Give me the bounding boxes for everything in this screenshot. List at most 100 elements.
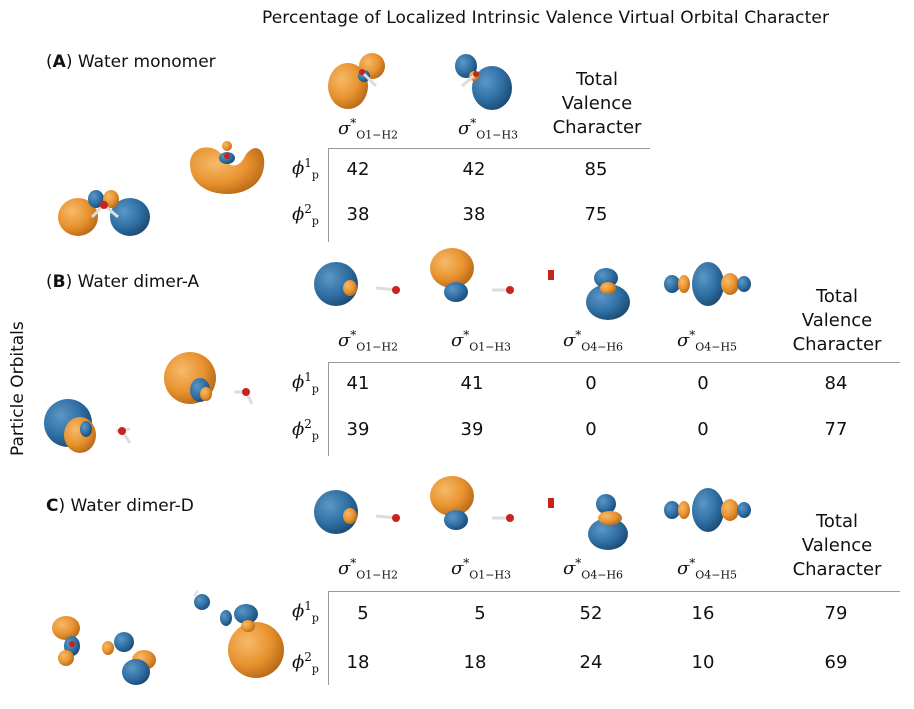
panel-c-col1-header: σ*O1−H2 [313, 556, 423, 582]
panel-b-col1-sub: O1−H2 [356, 340, 399, 354]
panel-b-row1-sym: ϕ [292, 372, 305, 393]
panel-b-total-line3: Character [792, 334, 882, 355]
panel-b-r1-c2: 41 [460, 373, 484, 394]
panel-b-row1-sup: 1 [304, 370, 312, 384]
panel-b-total-line1: Total [815, 286, 859, 307]
panel-b-row1-label: ϕ1p [292, 370, 319, 396]
panel-a-col1-sub: O1−H2 [356, 128, 399, 142]
panel-b-col1-sym: σ [337, 330, 351, 351]
panel-c-col1-sym: σ [337, 558, 351, 579]
panel-a-row2-sup: 2 [304, 202, 312, 216]
panel-b-col1-header: σ*O1−H2 [313, 328, 423, 354]
panel-a-col2-sup: * [470, 116, 477, 130]
panel-a-name: Water monomer [77, 52, 216, 72]
panel-b-label: (B) Water dimer-A [46, 272, 200, 292]
panel-b-col3-orbital-image [548, 268, 630, 320]
panel-a-r1-total: 85 [584, 159, 608, 180]
panel-c-orbital-phi2-image [193, 589, 284, 678]
panel-b-r1-c3: 0 [585, 373, 597, 394]
panel-c-row1-label: ϕ1p [292, 599, 319, 625]
panel-b-name: Water dimer-A [77, 272, 200, 292]
panel-a-orbital-phi2-image [190, 141, 265, 194]
panel-c-col4-header: σ*O4−H5 [652, 556, 762, 582]
panel-c-r2-c4: 10 [691, 652, 715, 673]
panel-c-col3-header: σ*O4−H6 [538, 556, 648, 582]
panel-c-row2-sym: ϕ [292, 652, 305, 673]
panel-b-r2-total: 77 [824, 419, 848, 440]
panel-c-col3-sym: σ [562, 558, 576, 579]
panel-c-r1-total: 79 [824, 603, 848, 624]
panel-b-col1-sup: * [350, 328, 357, 342]
panel-a-col1-sup: * [350, 116, 357, 130]
panel-c-col3-sup: * [575, 556, 582, 570]
panel-c-row1-sup: 1 [304, 599, 312, 613]
panel-a-row1-sup: 1 [304, 156, 312, 170]
panel-b-r1-total: 84 [824, 373, 848, 394]
panel-c-label: C) Water dimer-D [46, 496, 194, 516]
panel-c-col4-orbital-image [664, 488, 751, 532]
panel-c-row2-sub: p [311, 662, 319, 676]
panel-a-r2-c2: 38 [462, 204, 486, 225]
panel-c-col2-sup: * [463, 556, 470, 570]
panel-c-letter: C [46, 496, 59, 516]
panel-a-row1-sub: p [311, 168, 319, 182]
panel-c-row1-sub: p [311, 611, 319, 625]
panel-c-r1-c4: 16 [691, 603, 715, 624]
panel-c-col4-sub: O4−H5 [695, 568, 738, 582]
panel-a-col2-orbital-image [455, 54, 512, 110]
panel-b-col2-sub: O1−H3 [469, 340, 512, 354]
panel-c-r1-c3: 52 [579, 603, 603, 624]
panel-b-row2-sup: 2 [304, 417, 312, 431]
panel-a-row1-sym: ϕ [292, 158, 305, 179]
panel-a-row2-sym: ϕ [292, 204, 305, 225]
side-label: Particle Orbitals [8, 321, 28, 456]
panel-b-col1-orbital-image [314, 262, 400, 306]
panel-c-col2-orbital-image [430, 476, 514, 530]
panel-a-col2-sym: σ [457, 118, 471, 139]
panel-b-col3-sub: O4−H6 [581, 340, 624, 354]
panel-c-name: Water dimer-D [70, 496, 194, 516]
panel-b-row2-sub: p [311, 429, 319, 443]
panel-c-r2-c1: 18 [346, 652, 370, 673]
panel-c-r1-c2: 5 [474, 603, 486, 624]
panel-b-col2-sup: * [463, 328, 470, 342]
panel-b-col4-sub: O4−H5 [695, 340, 738, 354]
panel-c-r2-c2: 18 [463, 652, 487, 673]
panel-b-row1-sub: p [311, 382, 319, 396]
panel-a-col2-sub: O1−H3 [476, 128, 519, 142]
panel-c-r1-c1: 5 [357, 603, 369, 624]
panel-b-total-line2: Valence [801, 310, 873, 331]
panel-b-orbital-phi1-image [44, 399, 132, 453]
panel-c-col4-sup: * [689, 556, 696, 570]
panel-a-total-line3: Character [552, 117, 642, 138]
panel-b-orbital-phi2-image [164, 352, 254, 405]
panel-b-r2-c1: 39 [346, 419, 370, 440]
panel-c-row2-label: ϕ2p [292, 650, 319, 676]
panel-b-total-header: Total Valence Character [782, 285, 892, 357]
panel-c-r2-total: 69 [824, 652, 848, 673]
panel-b-col2-header: σ*O1−H3 [426, 328, 536, 354]
panel-a-row1-label: ϕ1p [292, 156, 319, 182]
panel-a-row-rule [328, 148, 329, 242]
panel-c-row1-sym: ϕ [292, 601, 305, 622]
panel-b-row2-label: ϕ2p [292, 417, 319, 443]
panel-c-total-line3: Character [792, 559, 882, 580]
panel-b-r2-c4: 0 [697, 419, 709, 440]
panel-c-row2-sup: 2 [304, 650, 312, 664]
panel-a-row2-sub: p [311, 214, 319, 228]
panel-c-total-header: Total Valence Character [782, 510, 892, 582]
panel-b-col4-orbital-image [664, 262, 751, 306]
panel-b-col4-sup: * [689, 328, 696, 342]
panel-c-col4-sym: σ [676, 558, 690, 579]
figure-title: Percentage of Localized Intrinsic Valenc… [262, 8, 830, 28]
panel-a-r1-c1: 42 [346, 159, 370, 180]
panel-c-col2-sub: O1−H3 [469, 568, 512, 582]
panel-c-total-line1: Total [815, 511, 859, 532]
panel-c-col3-sub: O4−H6 [581, 568, 624, 582]
panel-b-row2-sym: ϕ [292, 419, 305, 440]
panel-a-r1-c2: 42 [462, 159, 486, 180]
panel-c-col1-sup: * [350, 556, 357, 570]
panel-b-header-rule [328, 362, 900, 363]
panel-a-letter: A [52, 52, 66, 72]
panel-a-col2-header: σ*O1−H3 [433, 116, 543, 142]
